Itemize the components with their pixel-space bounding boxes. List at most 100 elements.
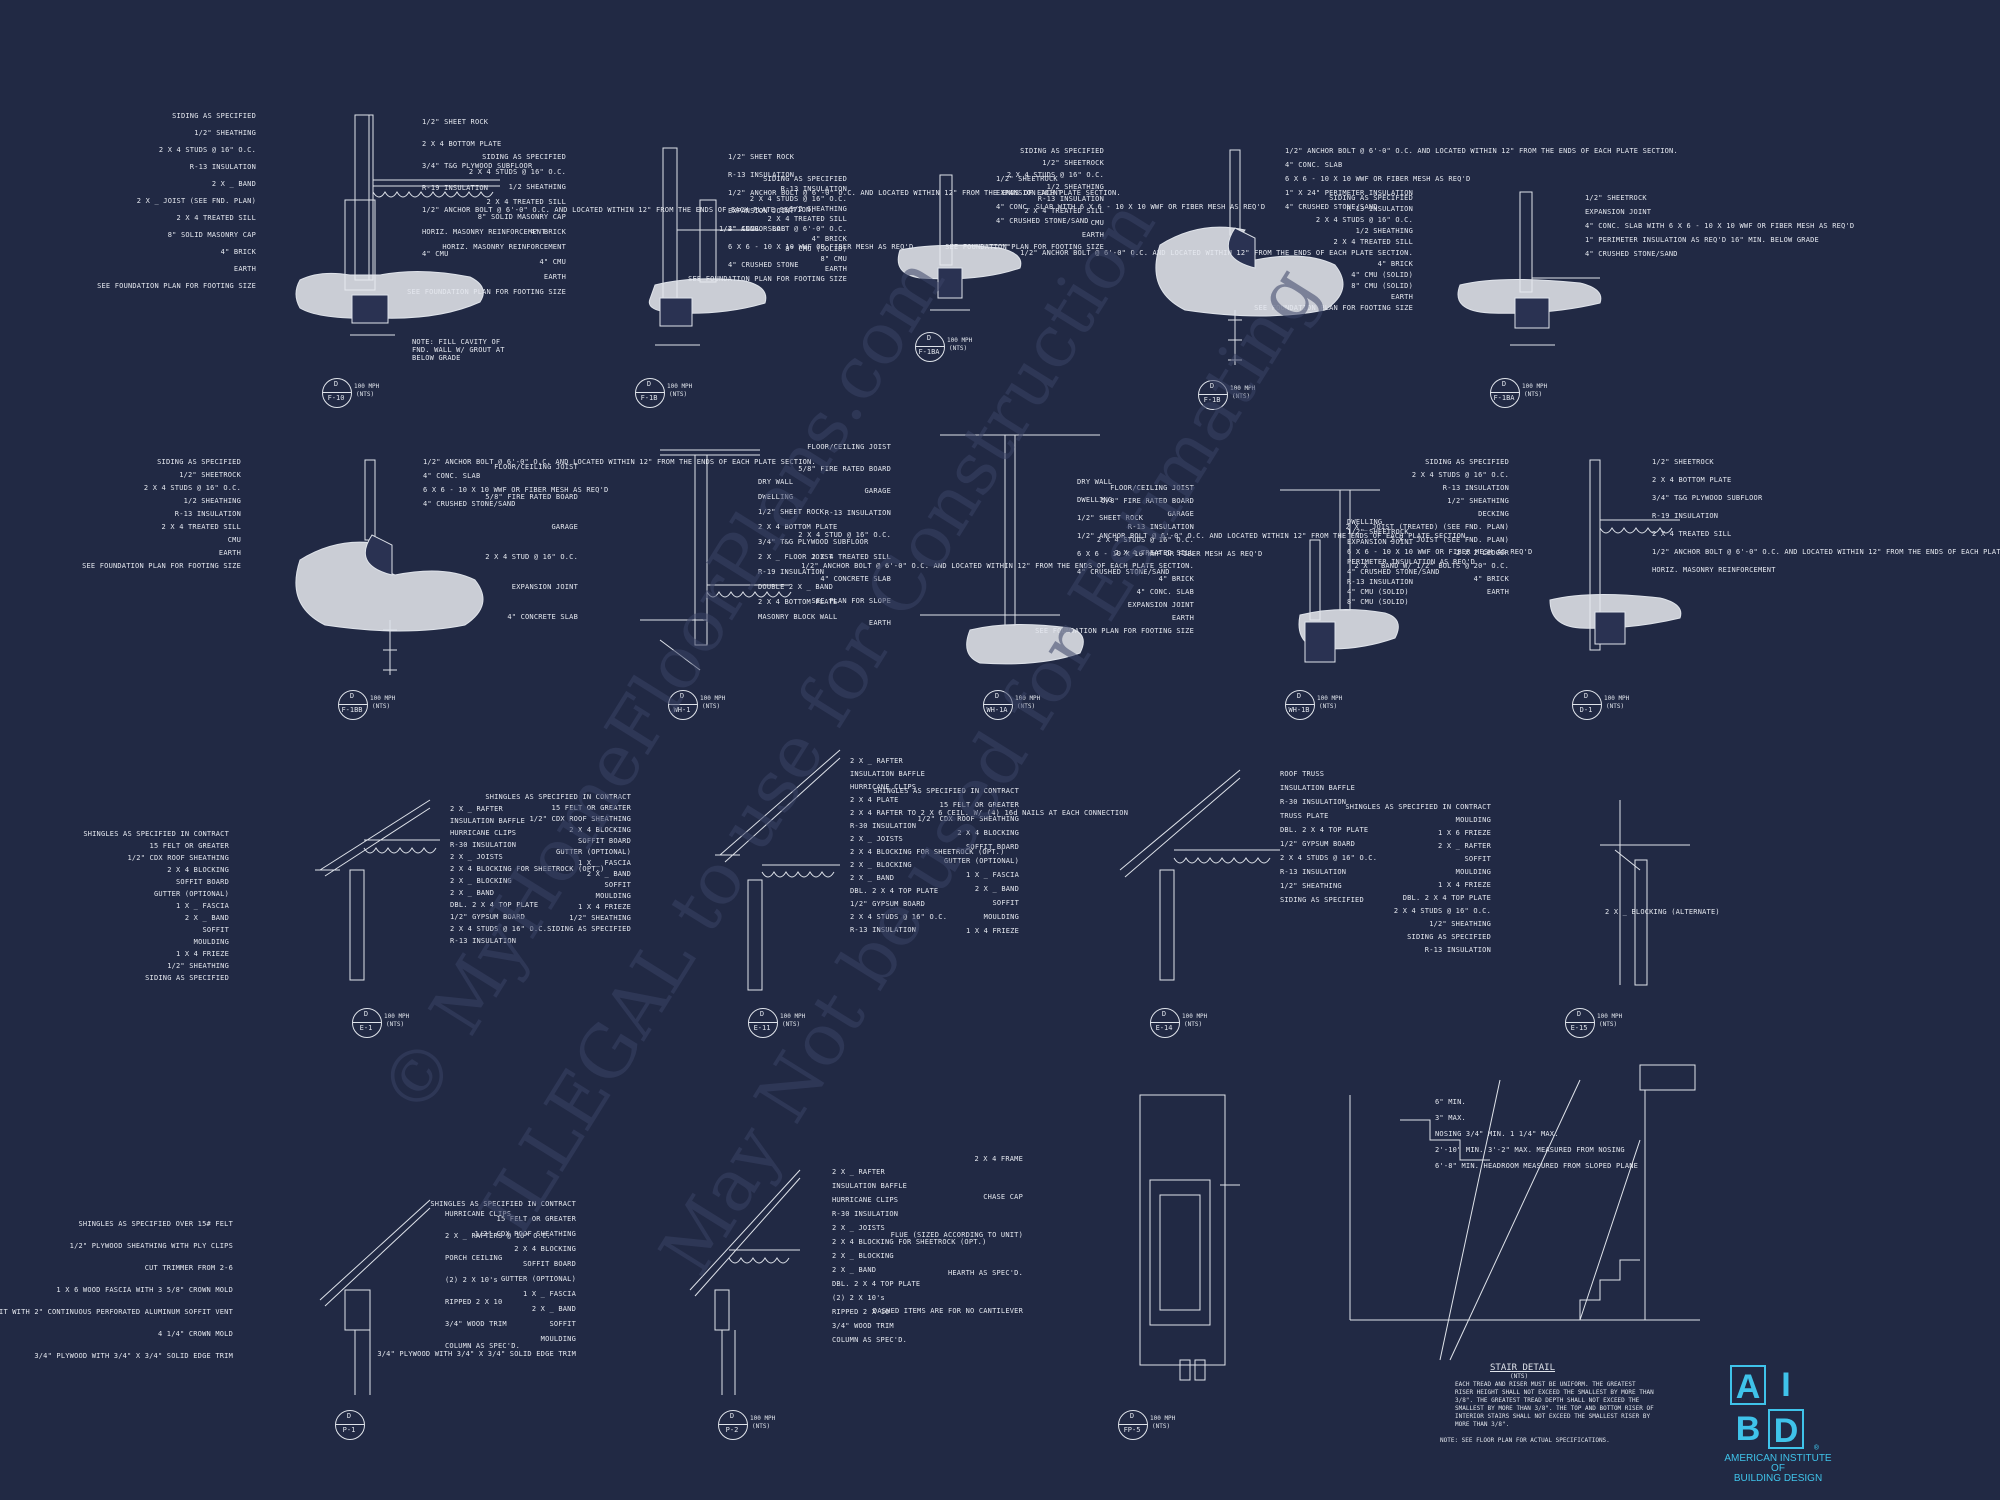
callout-label: 1/2" ANCHOR BOLT @ 6'-0" O.C. AND LOCATE… xyxy=(423,458,816,466)
callout-label: 3" MAX. xyxy=(1435,1114,1466,1122)
detail-e14-drawing xyxy=(1120,770,1280,980)
callout-label: DBL. 2 X 4 TOP PLATE xyxy=(450,901,539,909)
callout-label: 4" BRICK xyxy=(1473,575,1509,583)
callout-label: 4" CONC. SLAB xyxy=(728,225,786,233)
callout-label: 2 X 4 STUDS @ 16" O.C. xyxy=(158,146,256,154)
callout-label: 2 X 4 BLOCKING xyxy=(514,1245,576,1253)
callout-label: SOFFIT xyxy=(992,899,1019,907)
callout-label: 2 X 4 BOTTOM PLATE xyxy=(758,523,838,531)
callout-label: SHINGLES AS SPECIFIED IN CONTRACT xyxy=(83,830,229,838)
callout-label: 2 X _ RAFTER xyxy=(850,757,903,765)
callout-label: 2 X 4 TREATED SILL xyxy=(1652,530,1732,538)
callout-label: 2 X 2 LEDGER xyxy=(1456,549,1509,557)
callout-label: CUT TRIMMER FROM 2-6 xyxy=(144,1264,233,1272)
callout-label: 2 X 4 BOTTOM PLATE xyxy=(1652,476,1732,484)
callout-label: HURRICANE CLIPS xyxy=(850,783,917,791)
callout-label: SOFFIT xyxy=(549,1320,576,1328)
callout-label: GUTTER (OPTIONAL) xyxy=(153,890,229,898)
callout-label: 2 X 4 STUDS @ 16" O.C. xyxy=(749,195,847,203)
callout-label: MOULDING xyxy=(1455,816,1491,824)
logo-letter-b: B xyxy=(1735,1410,1761,1448)
callout-label: 2 X _ BAND W/ 1/2" BOLTS @ 20" O.C. xyxy=(1354,562,1509,570)
callout-label: 2 X 4 TREATED SILL xyxy=(1333,238,1413,246)
callout-label: 1/2" ANCHOR BOLT @ 6'-0" O.C. AND LOCATE… xyxy=(728,189,1121,197)
callout-label: 2 X 4 STUDS @ 16" O.C. xyxy=(1006,171,1104,179)
callout-label: DBL. 2 X 4 TOP PLATE xyxy=(832,1280,921,1288)
callout-label: HORIZ. MASONRY REINFORCEMENT xyxy=(1652,566,1776,574)
detail-f1bb-drawing xyxy=(296,460,483,675)
callout-label: (2) 2 X 10's xyxy=(445,1276,498,1284)
callout-label: R-13 INSULATION xyxy=(1346,205,1413,213)
callout-label: 4" CRUSHED STONE/SAND xyxy=(996,217,1089,225)
callout-label: INSULATION BAFFLE xyxy=(832,1182,908,1190)
callout-label: 2 X _ RAFTERS @ 16" O.C. xyxy=(445,1232,551,1240)
callout-label: HURRICANE CLIPS xyxy=(445,1210,512,1218)
callout-label: SHINGLES AS SPECIFIED IN CONTRACT xyxy=(485,793,631,801)
callout-label: 3/4" WOOD TRIM xyxy=(832,1322,894,1330)
callout-label: SIDING AS SPECIFIED xyxy=(1425,458,1509,466)
callout-label: DWELLING xyxy=(1347,518,1383,526)
callout-label: 1/2" CDX ROOF SHEATHING xyxy=(917,815,1019,823)
callout-label: EARTH xyxy=(1081,231,1104,239)
callout-label: 1/2" SHEET ROCK xyxy=(422,118,489,126)
logo-registered: ® xyxy=(1814,1443,1819,1452)
callout-label: 2 X 4 STUDS @ 16" O.C. xyxy=(450,925,548,933)
callout-label: FLOOR/CEILING JOIST xyxy=(494,463,578,471)
callout-label: 4" CONC. SLAB xyxy=(423,472,481,480)
callout-label: HURRICANE CLIPS xyxy=(450,829,517,837)
callout-label: HURRICANE CLIPS xyxy=(832,1196,899,1204)
callout-label: 4" CONCRETE SLAB xyxy=(820,575,891,583)
callout-label: GARAGE xyxy=(551,523,578,531)
callout-label: 1/2" SHEATHING xyxy=(1280,882,1342,890)
callout-label: 6 X 6 - 10 X 10 WWF OR FIBER MESH AS REQ… xyxy=(423,486,609,494)
callout-label: 2 X 4 STUDS @ 16" O.C. xyxy=(1280,854,1378,862)
callout-label: 5/8" FIRE RATED BOARD xyxy=(1101,497,1194,505)
callout-label: 4" CONC. SLAB WITH 6 X 6 - 10 X 10 WWF O… xyxy=(996,203,1266,211)
callout-label: 5/8" FIRE RATED BOARD xyxy=(798,465,891,473)
callout-label: 2 X 4 BLOCKING FOR SHEETROCK (OPT.) xyxy=(832,1238,987,1246)
callout-label: 3/4" T&G PLYWOOD SUBFLOOR xyxy=(758,538,869,546)
callout-label: 2 X _ BAND xyxy=(850,874,895,882)
callout-label: SIDING AS SPECIFIED xyxy=(1020,147,1104,155)
callout-label: MASONRY BLOCK WALL xyxy=(758,613,838,621)
callout-label: 1 X 4 FRIEZE xyxy=(1438,881,1491,889)
callout-label: SOFFIT BOARD xyxy=(578,837,631,845)
callout-label: SOFFIT BOARD xyxy=(176,878,229,886)
callout-label: 1 X _ FASCIA xyxy=(966,871,1019,879)
callout-label: 2 X 4 BLOCKING xyxy=(569,826,631,834)
detail-e11-drawing xyxy=(715,750,840,990)
stair-detail-scale: (NTS) xyxy=(1510,1373,1529,1380)
stair-detail-note: EACH TREAD AND RISER MUST BE UNIFORM. TH… xyxy=(1455,1381,1654,1428)
callout-label: DRY WALL xyxy=(758,478,794,486)
logo-letter-a: A xyxy=(1730,1365,1766,1406)
callout-label: GUTTER (OPTIONAL) xyxy=(555,848,631,856)
callout-label: 2 X 4 STUDS @ 16" O.C. xyxy=(143,484,241,492)
callout-label: 1/2" PLYWOOD SHEATHING WITH PLY CLIPS xyxy=(69,1242,233,1250)
callout-label: DWELLING xyxy=(758,493,794,501)
callout-label: EXPANSION JOINT xyxy=(996,189,1063,197)
callout-label: 2 X 4 TREATED SILL xyxy=(486,198,566,206)
callout-label: 2 X _ JOIST (SEE FND. PLAN) xyxy=(136,197,256,205)
callout-label: SHINGLES AS SPECIFIED IN CONTRACT xyxy=(1345,803,1491,811)
detail-f1b-a-drawing xyxy=(649,148,766,345)
callout-label: 6 X 6 - 10 X 10 WWF OR FIBER MESH AS REQ… xyxy=(1285,175,1471,183)
callout-label: R-19 INSULATION xyxy=(1652,512,1719,520)
callout-label: 3/4" PLYWOOD WITH 3/4" X 3/4" SOLID EDGE… xyxy=(377,1350,576,1358)
callout-label: FLOOR/CEILING JOIST xyxy=(1110,484,1194,492)
callout-label: SEE FOUNDATION PLAN FOR FOOTING SIZE xyxy=(97,282,256,290)
callout-label: 2 X 4 STUDS @ 16" O.C. xyxy=(850,913,948,921)
callout-label: 1/2 SHEATHING xyxy=(789,205,847,213)
callout-label: R-13 INSULATION xyxy=(728,171,795,179)
callout-label: RIPPED 2 X 10 xyxy=(832,1308,890,1316)
callout-label: R-13 INSULATION xyxy=(189,163,256,171)
callout-label: DWELLING xyxy=(1077,496,1113,504)
callout-label: 2 X _ RAFTER xyxy=(450,805,503,813)
callout-label: 1/2 SHEATHING xyxy=(1046,183,1104,191)
callout-label: 1/2" SHEETROCK xyxy=(179,471,241,479)
callout-label: 2 X _ RAFTER xyxy=(1438,842,1491,850)
callout-label: SIDING AS SPECIFIED xyxy=(547,925,631,933)
callout-label: PORCH CEILING xyxy=(445,1254,503,1262)
detail-wh1a-drawing xyxy=(920,435,1100,664)
callout-label: 1/2" SHEATHING xyxy=(1429,920,1491,928)
callout-label: 2 X _ BLOCKING xyxy=(450,877,512,885)
